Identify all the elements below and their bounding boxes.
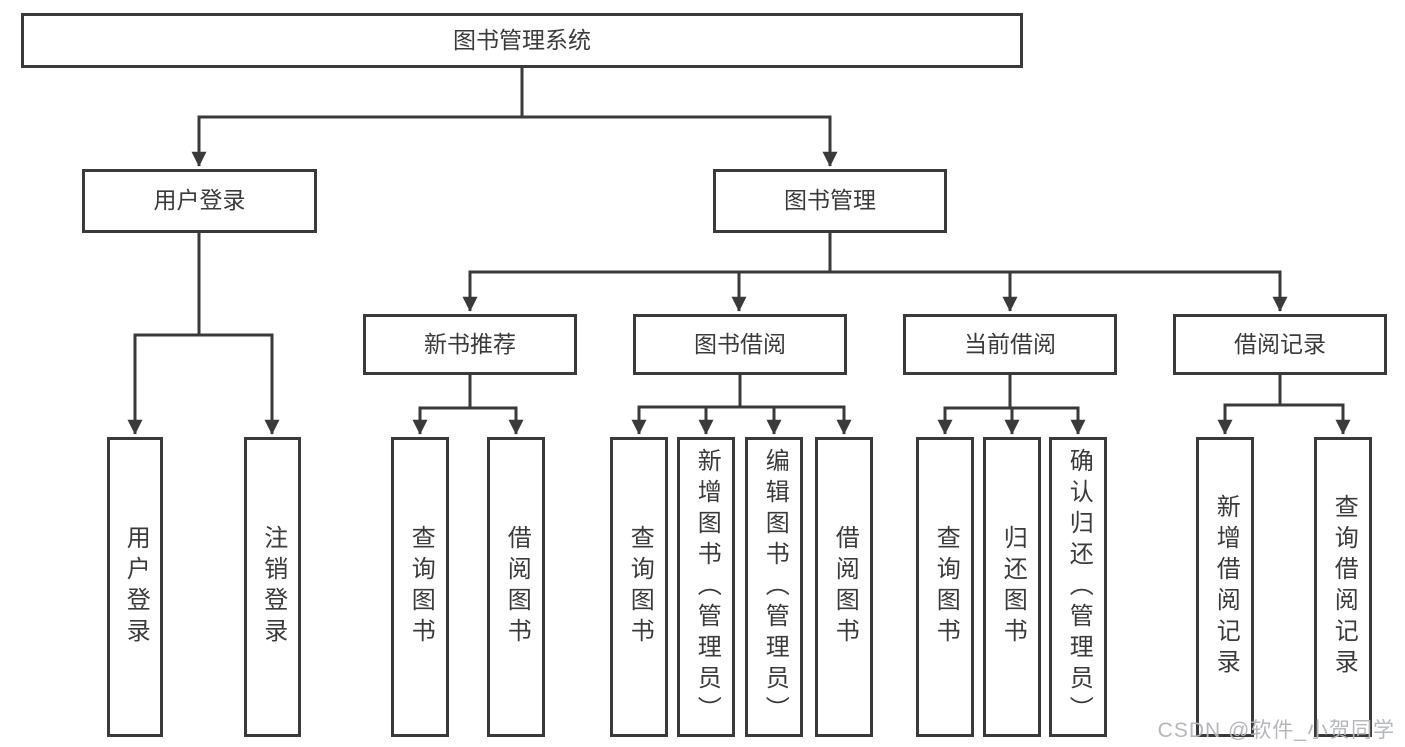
leaf-query-books: 查询图书 — [916, 437, 974, 737]
node-label: 归还图书 — [999, 525, 1027, 649]
node-label: 新增图书（管理员） — [693, 447, 721, 727]
leaf-query-borrow-record: 查询借阅记录 — [1314, 437, 1372, 737]
leaf-query-books: 查询图书 — [610, 437, 668, 737]
node-label: 查询借阅记录 — [1330, 494, 1358, 680]
node-user-login-module: 用户登录 — [82, 169, 317, 233]
node-label: 借阅记录 — [1234, 330, 1326, 357]
node-label: 编辑图书（管理员） — [761, 447, 789, 727]
leaf-confirm-return-admin: 确认归还（管理员） — [1049, 437, 1107, 737]
leaf-add-borrow-record: 新增借阅记录 — [1196, 437, 1254, 737]
leaf-query-books: 查询图书 — [391, 437, 449, 737]
tree-rails — [133, 66, 1345, 410]
csdn-watermark: CSDN @软件_小贺同学 — [1157, 719, 1395, 742]
node-borrowing-records: 借阅记录 — [1173, 314, 1387, 375]
node-label: 图书借阅 — [694, 330, 786, 357]
node-current-borrowing: 当前借阅 — [903, 314, 1117, 375]
node-new-book-recommendation: 新书推荐 — [363, 314, 577, 375]
node-label: 查询图书 — [932, 525, 960, 649]
node-label: 用户登录 — [153, 187, 246, 214]
leaf-user-login: 用户登录 — [107, 437, 163, 737]
tree-arrows — [127, 117, 1351, 435]
node-label: 图书管理系统 — [453, 26, 591, 53]
node-label: 用户登录 — [122, 525, 150, 649]
node-book-borrowing: 图书借阅 — [633, 314, 847, 375]
leaf-borrow-books: 借阅图书 — [487, 437, 545, 737]
leaf-return-books: 归还图书 — [983, 437, 1041, 737]
node-book-management-module: 图书管理 — [713, 169, 947, 233]
leaf-add-books-admin: 新增图书（管理员） — [677, 437, 735, 737]
node-label: 查询图书 — [407, 525, 435, 649]
node-library-management-system: 图书管理系统 — [21, 13, 1023, 68]
leaf-borrow-books: 借阅图书 — [815, 437, 873, 737]
node-label: 借阅图书 — [831, 525, 859, 649]
leaf-logout: 注销登录 — [244, 437, 301, 737]
node-label: 新增借阅记录 — [1212, 494, 1240, 680]
node-label: 注销登录 — [259, 525, 287, 649]
leaf-edit-books-admin: 编辑图书（管理员） — [745, 437, 803, 737]
node-label: 确认归还（管理员） — [1065, 447, 1093, 727]
node-label: 新书推荐 — [424, 330, 516, 357]
node-label: 借阅图书 — [503, 525, 531, 649]
node-label: 当前借阅 — [964, 330, 1056, 357]
node-label: 图书管理 — [784, 187, 876, 214]
node-label: 查询图书 — [626, 525, 654, 649]
